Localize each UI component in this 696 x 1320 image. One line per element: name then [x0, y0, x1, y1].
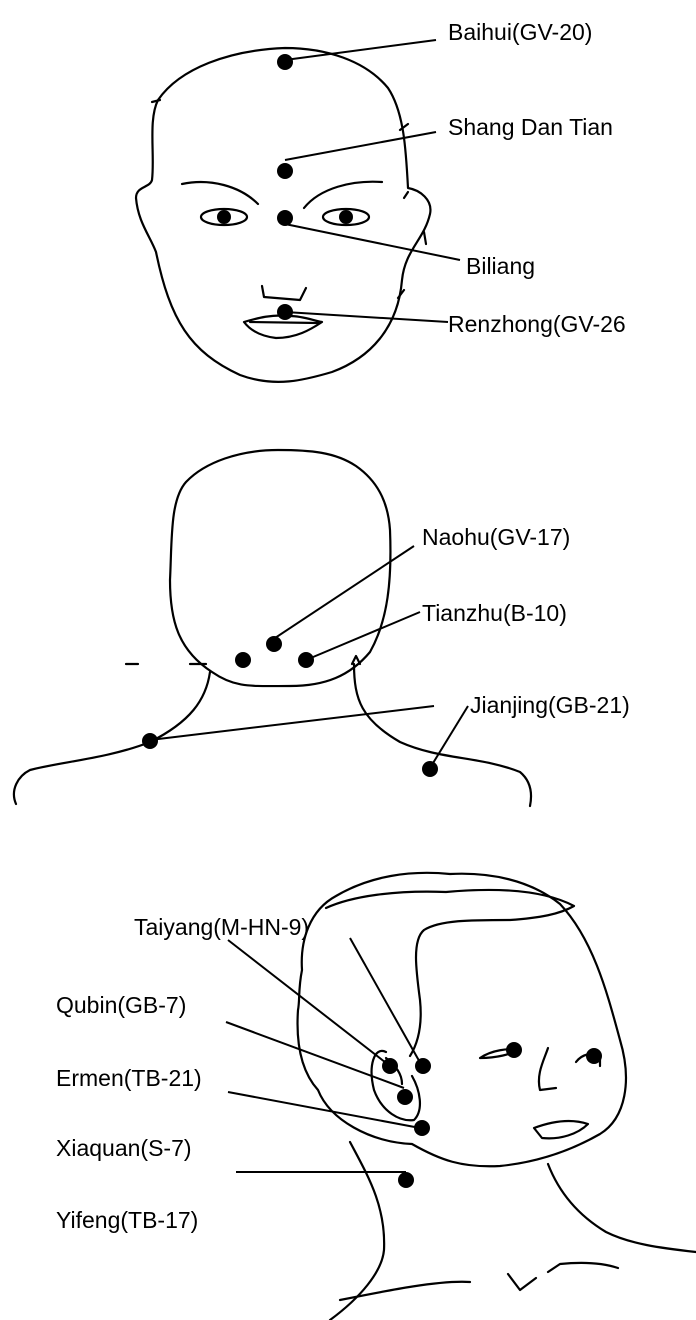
right-brow [302, 180, 384, 210]
biliang-point [277, 210, 293, 226]
renzhong-leader [284, 311, 449, 323]
qubin-point [382, 1058, 398, 1074]
label-taiyang: Taiyang(M-HN-9) [134, 914, 309, 940]
label-baihui: Baihui(GV-20) [448, 19, 592, 45]
taiyang-point [415, 1058, 431, 1074]
left-eye [199, 207, 249, 227]
neck-mark-right [350, 654, 362, 666]
biliang-leader [284, 223, 461, 261]
label-jianjing: Jianjing(GB-21) [470, 692, 630, 718]
taiyang-leader [349, 937, 423, 1067]
back-head-figure [12, 448, 533, 808]
side-head-figure [296, 871, 696, 1320]
nose [260, 284, 308, 302]
label-ermen: Ermen(TB-21) [56, 1065, 202, 1091]
hair-line-right [396, 122, 410, 300]
front-face-figure [134, 46, 432, 383]
yifeng-point [398, 1172, 414, 1188]
label-renzhong: Renzhong(GV-26 [448, 311, 626, 337]
front-face-labels: Baihui(GV-20) Shang Dan Tian Biliang Ren… [448, 19, 626, 337]
naohu-point [266, 636, 282, 652]
baihui-point [277, 54, 293, 70]
back-head-leaders [149, 545, 469, 769]
hair-line-left [150, 98, 162, 104]
xiaquan-leader [227, 1091, 421, 1129]
naohu-leader [271, 545, 415, 641]
side-neck-left [328, 1140, 386, 1320]
side-head-leaders [225, 937, 423, 1173]
tianzhu-point-left [235, 652, 251, 668]
ermen-point [397, 1089, 413, 1105]
renzhong-point [277, 304, 293, 320]
jianjing-leader-right [429, 705, 469, 769]
label-naohu: Naohu(GV-17) [422, 524, 570, 550]
label-yifeng: Yifeng(TB-17) [56, 1207, 198, 1233]
label-tianzhu: Tianzhu(B-10) [422, 600, 567, 626]
right-neck [352, 662, 533, 808]
shang-dan-tian-point [277, 163, 293, 179]
back-head-outline [168, 448, 392, 688]
left-pupil [217, 210, 231, 224]
front-face-outline [134, 46, 432, 383]
left-neck [12, 670, 212, 806]
side-mouth [532, 1119, 590, 1140]
right-ear-line [402, 190, 428, 246]
jianjing-point-left [142, 733, 158, 749]
shang-dan-tian-leader [284, 131, 437, 161]
front-face-leaders [284, 39, 461, 323]
back-head-points [142, 636, 438, 777]
eye-point-near [506, 1042, 522, 1058]
label-biliang: Biliang [466, 253, 535, 279]
side-head-outline [296, 871, 627, 1168]
tianzhu-point-right [298, 652, 314, 668]
right-pupil [339, 210, 353, 224]
qubin-leader [227, 939, 391, 1067]
side-head-points [382, 1042, 602, 1188]
label-shang-dan-tian: Shang Dan Tian [448, 114, 613, 140]
xiaquan-point [414, 1120, 430, 1136]
nose-profile [537, 1046, 558, 1092]
side-neck-right [546, 1162, 696, 1254]
eye-point-far [586, 1048, 602, 1064]
label-qubin: Qubin(GB-7) [56, 992, 186, 1018]
collarbone [338, 1261, 620, 1302]
right-eye [321, 207, 371, 227]
hairline [324, 888, 576, 1058]
front-face-points [277, 54, 293, 320]
baihui-leader [284, 39, 437, 61]
side-head-labels: Taiyang(M-HN-9) Qubin(GB-7) Ermen(TB-21)… [56, 914, 309, 1233]
mouth [242, 314, 324, 340]
back-head-labels: Naohu(GV-17) Tianzhu(B-10) Jianjing(GB-2… [422, 524, 630, 718]
ermen-leader [225, 1021, 405, 1089]
tianzhu-leader [305, 611, 421, 661]
left-brow [180, 180, 260, 206]
jianjing-point-right [422, 761, 438, 777]
jianjing-leader-left [149, 705, 435, 741]
label-xiaquan: Xiaquan(S-7) [56, 1135, 192, 1161]
